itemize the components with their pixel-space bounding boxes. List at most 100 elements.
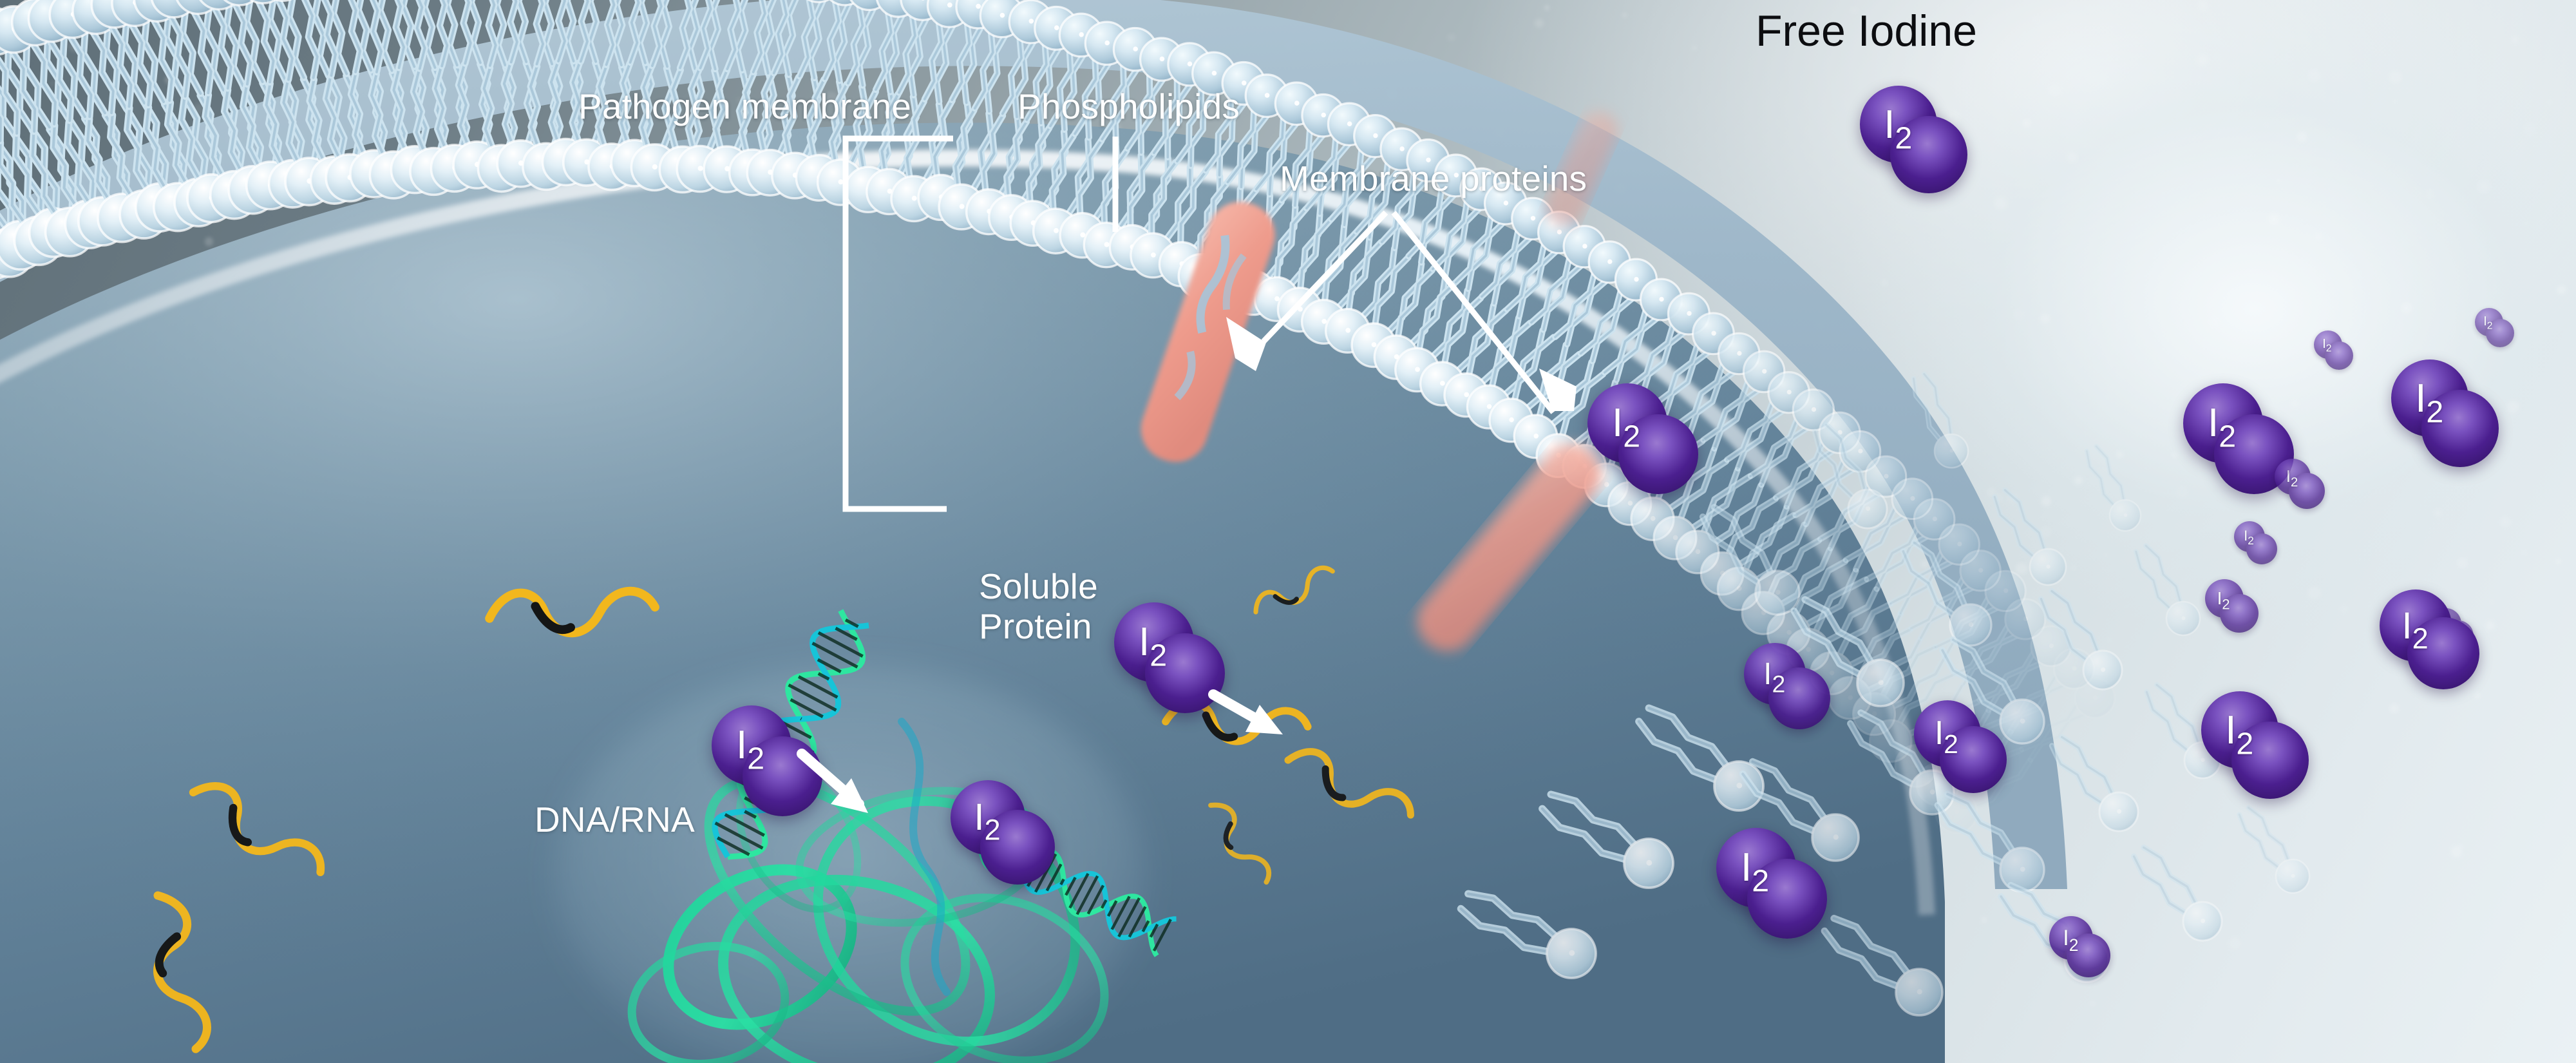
phospholipid-tail (1297, 216, 1334, 293)
phospholipid-tail (507, 0, 521, 66)
phospholipid-tail (1976, 649, 2037, 704)
phospholipid-tail-shade (502, 62, 514, 146)
helix-base-pair (1034, 853, 1057, 893)
phospholipid-tail (480, 64, 497, 153)
phospholipid-tail-shade (14, 137, 43, 220)
dust-particle (154, 3, 165, 14)
phospholipid-tail (43, 35, 73, 124)
dust-particle (1376, 948, 1388, 960)
phospholipid-head-highlight (1954, 809, 1960, 814)
dust-particle (1143, 647, 1148, 653)
phospholipid-tail-shade (1935, 597, 1990, 649)
phospholipid-tail-shade (69, 120, 95, 204)
phospholipid (1466, 320, 1546, 430)
iodine-formula-label: I2 (2423, 405, 2434, 424)
phospholipid (477, 64, 526, 193)
phospholipid-tail (1949, 637, 2018, 707)
iodine-molecule: I2 (1113, 602, 1225, 713)
phospholipid (1635, 704, 1765, 812)
phospholipid-head (1511, 196, 1555, 241)
phospholipid (176, 0, 227, 97)
phospholipid-tail-shade (1637, 720, 1719, 782)
iodine-atom (2407, 617, 2480, 690)
phospholipid-tail (240, 84, 265, 173)
phospholipid-tail (1334, 235, 1373, 311)
phospholipid-tail-shade (1902, 550, 1956, 617)
dust-particle (1965, 501, 1978, 515)
phospholipid-tail (1942, 604, 2001, 660)
iodine-atom (2183, 383, 2263, 463)
iodine-atom (1747, 858, 1827, 939)
phospholipid-tail-shade (923, 103, 943, 183)
phospholipid-tail-shade (223, 91, 243, 175)
phospholipid (587, 63, 636, 191)
iodine-subscript: 2 (747, 741, 765, 776)
phospholipid-head (1206, 258, 1253, 305)
phospholipid-tail-shade (963, 24, 983, 104)
dust-particle (2103, 552, 2108, 557)
phospholipid-tail-shade (982, 114, 1004, 193)
phospholipid-tail (12, 131, 44, 219)
phospholipid-tail (1739, 770, 1819, 835)
phospholipid-tail (8, 47, 39, 135)
phospholipid-tail-shade (1143, 157, 1170, 233)
phospholipid-head (1327, 102, 1372, 147)
dust-particle (515, 352, 527, 365)
dust-particle (1967, 674, 1974, 680)
phospholipid-tail-shade (205, 7, 225, 91)
phospholipid-tail (348, 0, 364, 75)
phospholipid-tail-shade (549, 61, 560, 144)
phospholipid-head-highlight (2123, 513, 2128, 517)
phospholipid-tail (203, 5, 227, 94)
helix-base-pair (761, 764, 785, 780)
phospholipid-head-highlight (652, 164, 658, 170)
phospholipid-head-highlight (1533, 434, 1539, 439)
phospholipid-tail-shade (798, 0, 814, 78)
helix-backbone (976, 837, 1159, 957)
phospholipid (1488, 334, 1569, 443)
phospholipid-head (938, 183, 985, 231)
iodine-molecule: I2 (2379, 589, 2480, 690)
dust-particle (2459, 844, 2463, 848)
phospholipid-tail (166, 11, 192, 100)
protein-backbone (485, 586, 659, 638)
phospholipid-tail-shade (1240, 113, 1269, 189)
dust-particle (873, 308, 878, 313)
phospholipid-tail (832, 0, 853, 84)
phospholipid (724, 0, 749, 73)
phospholipid-head (1935, 790, 1978, 834)
phospholipid-tail-shade (308, 78, 325, 163)
membrane-proteins-leader-left (1261, 210, 1388, 344)
phospholipid-tail (1211, 186, 1244, 265)
phospholipid (1253, 206, 1323, 322)
phospholipid-tail (1724, 398, 1776, 463)
dust-particle (1133, 249, 1143, 258)
phospholipid-tail (468, 0, 484, 66)
phospholipid-tail (1918, 584, 1976, 641)
phospholipid (1676, 332, 1761, 435)
iodine-formula-label: I2 (2217, 589, 2230, 611)
phospholipid-tail (1488, 320, 1533, 391)
phospholipid-head-highlight (2020, 867, 2025, 872)
dust-particle (88, 403, 99, 415)
dna-plasmid-loop (900, 894, 1109, 1063)
phospholipid-tail (1665, 446, 1718, 512)
phospholipid-tail-shade (1566, 279, 1607, 346)
dust-particle (1287, 560, 1300, 574)
iodine-molecule: I2 (1913, 700, 2007, 794)
phospholipid-tail (961, 23, 985, 106)
dust-particle (1546, 1052, 1552, 1058)
phospholipid (1847, 709, 1955, 816)
phospholipid (460, 0, 484, 67)
iodine-element-symbol: I (974, 796, 985, 839)
phospholipid-tail (949, 100, 974, 184)
soluble-protein-strand (1208, 802, 1272, 885)
phospholipid (1998, 647, 2095, 735)
phospholipid-head (452, 140, 502, 190)
iodine-formula-label: I2 (2063, 927, 2078, 953)
phospholipid-tail-shade (1503, 329, 1544, 396)
phospholipid-head-highlight (1274, 296, 1280, 302)
phospholipid-tail-shade (1890, 656, 1946, 709)
phospholipid-tail-shade (1880, 646, 1937, 698)
arrow-iodine-to-membrane (1579, 412, 1623, 464)
